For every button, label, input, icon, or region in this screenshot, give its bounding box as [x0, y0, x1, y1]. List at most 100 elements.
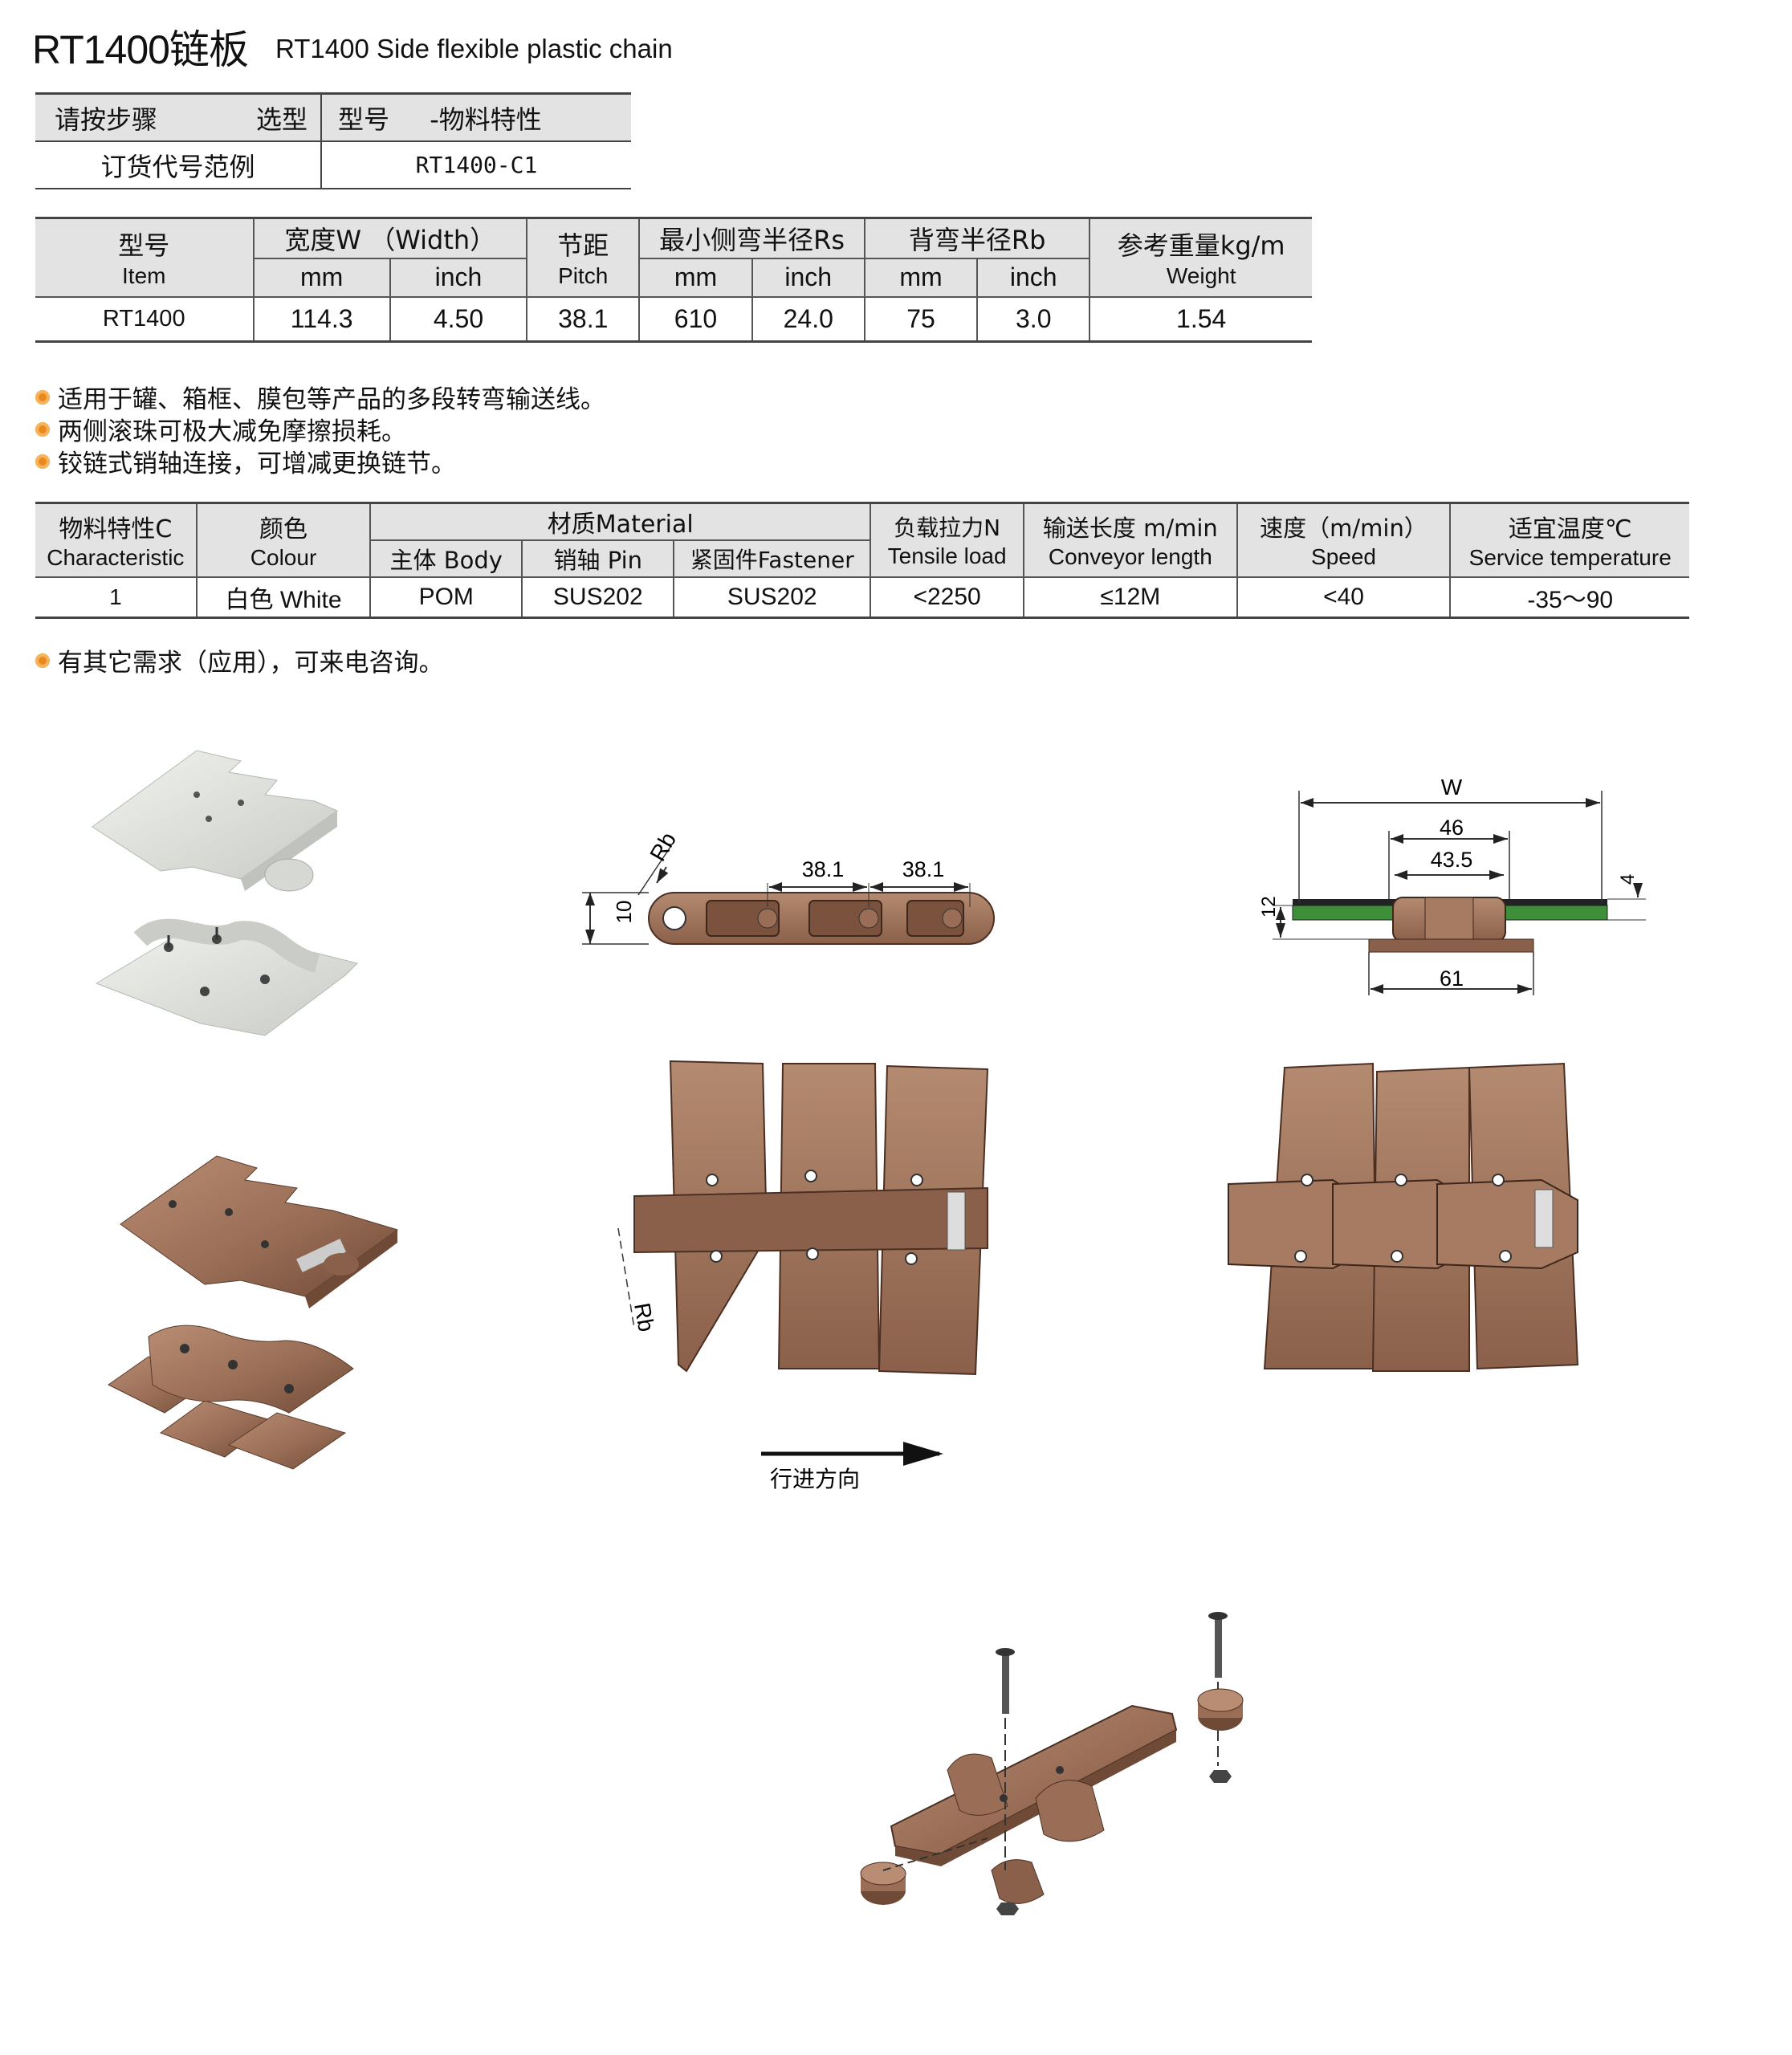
- spec-unit-mm: mm: [863, 257, 979, 298]
- white-chain-top-image: [92, 750, 339, 892]
- material-table: 物料特性C Characteristic 颜色 Colour 材质Materia…: [35, 502, 1689, 619]
- spec-header-rs: 最小侧弯半径Rs: [638, 217, 865, 259]
- feature-item: 铰链式销轴连接，可增减更换链节。: [35, 443, 456, 479]
- mat-header-temp: 适宜温度℃ Service temperature: [1449, 502, 1689, 578]
- spec-header-item-cn: 型号: [118, 230, 170, 261]
- spec-header-pitch-en: Pitch: [558, 262, 609, 288]
- order-code-table: 请按步骤 选型 型号 -物料特性 订货代号范例 RT1400-C1: [35, 92, 631, 189]
- spec-header-rb: 背弯半径Rb: [863, 217, 1091, 259]
- order-model-cell: 型号 -物料特性: [320, 92, 631, 142]
- spec-item: RT1400: [35, 295, 255, 343]
- mat-temp: -35～90: [1449, 576, 1689, 619]
- spec-header-width: 宽度W （Width）: [252, 217, 528, 259]
- order-steps-label: 请按步骤: [55, 104, 158, 135]
- side-view-drawing: 10 Rb 38.1 38.1: [582, 828, 995, 945]
- spec-table: 型号 Item 宽度W （Width） 节距 Pitch 最小侧弯半径Rs 背弯…: [35, 217, 1312, 343]
- mat-header-conveyor: 输送长度 m/min Conveyor length: [1023, 502, 1238, 578]
- mat-header-conveyor-cn: 输送长度 m/min: [1042, 515, 1218, 542]
- spec-pitch: 38.1: [526, 295, 641, 343]
- side-view-rb-label: Rb: [645, 828, 681, 865]
- mat-header-body: 主体 Body: [370, 539, 523, 578]
- mat-header-colour-en: Colour: [250, 545, 317, 570]
- spec-header-item-en: Item: [122, 262, 166, 288]
- direction-arrow-icon: [903, 1442, 943, 1466]
- section-w-label: W: [1441, 775, 1463, 800]
- section-46-label: 46: [1440, 816, 1464, 840]
- bullet-icon: [35, 653, 50, 668]
- spec-weight: 1.54: [1089, 295, 1312, 343]
- spec-unit-mm: mm: [253, 257, 391, 298]
- direction-label: 行进方向: [770, 1467, 860, 1491]
- mat-char: 1: [35, 576, 198, 619]
- spec-header-weight-cn: 参考重量kg/m: [1117, 230, 1285, 261]
- feature-item: 两侧滚珠可极大减免摩擦损耗。: [35, 411, 406, 447]
- mat-header-tensile: 负载拉力N Tensile load: [870, 502, 1025, 578]
- spec-width-mm: 114.3: [252, 295, 391, 343]
- contact-note-text: 有其它需求（应用），可来电咨询。: [58, 649, 444, 678]
- page-subtitle: RT1400 Side flexible plastic chain: [275, 34, 673, 63]
- side-view-height-label: 10: [612, 901, 636, 924]
- side-view-pitch2-label: 38.1: [902, 857, 945, 881]
- mat-header-tensile-en: Tensile load: [887, 543, 1007, 568]
- order-code-example-label: 订货代号范例: [35, 141, 321, 189]
- mat-body: POM: [369, 576, 523, 619]
- spec-rb-mm: 75: [863, 295, 979, 343]
- mat-speed: <40: [1236, 576, 1452, 619]
- mat-header-temp-en: Service temperature: [1468, 545, 1672, 570]
- spec-unit-inch: inch: [976, 257, 1090, 298]
- spec-unit-inch: inch: [389, 257, 528, 298]
- order-model-label: 型号: [338, 104, 390, 135]
- spec-rb-inch: 3.0: [976, 295, 1091, 343]
- mat-header-conveyor-en: Conveyor length: [1048, 544, 1212, 569]
- mat-header-char-en: Characteristic: [47, 545, 185, 570]
- section-43-label: 43.5: [1431, 848, 1473, 872]
- brown-chain-bottom-image: [108, 1325, 354, 1470]
- feature-text: 适用于罐、箱框、膜包等产品的多段转弯输送线。: [58, 385, 605, 414]
- feature-item: 适用于罐、箱框、膜包等产品的多段转弯输送线。: [35, 379, 605, 415]
- section-61-label: 61: [1440, 966, 1464, 991]
- mat-colour: 白色 White: [195, 576, 372, 619]
- mat-header-speed-en: Speed: [1311, 544, 1376, 569]
- top-view-rb-label: Rb: [629, 1301, 659, 1334]
- bullet-icon: [35, 389, 50, 405]
- section-4-label: 4: [1617, 874, 1639, 885]
- mat-header-char-cn: 物料特性C: [59, 515, 173, 543]
- top-view-drawing: Rb 行进方向: [617, 1060, 989, 1491]
- mat-header-char: 物料特性C Characteristic: [35, 502, 198, 578]
- bullet-icon: [35, 421, 50, 437]
- spec-rs-mm: 610: [638, 295, 753, 343]
- bottom-view-drawing: [1228, 1062, 1579, 1372]
- mat-header-speed: 速度（m/min） Speed: [1236, 502, 1452, 578]
- mat-fastener: SUS202: [673, 576, 872, 619]
- spec-width-inch: 4.50: [389, 295, 528, 343]
- mat-pin: SUS202: [521, 576, 675, 619]
- order-steps-cell: 请按步骤 选型: [35, 92, 321, 142]
- spec-rs-inch: 24.0: [751, 295, 865, 343]
- mat-header-tensile-cn: 负载拉力N: [894, 515, 1001, 541]
- mat-header-pin: 销轴 Pin: [521, 539, 675, 578]
- exploded-assembly-image: [860, 1612, 1244, 1915]
- feature-text: 两侧滚珠可极大减免摩擦损耗。: [58, 417, 406, 446]
- spec-unit-inch: inch: [751, 257, 865, 298]
- product-drawings: 10 Rb 38.1 38.1 W 46 43.5 4 12 61: [92, 750, 1646, 1915]
- brown-chain-top-image: [120, 1155, 399, 1308]
- spec-header-pitch: 节距 Pitch: [526, 217, 641, 298]
- order-material-label: -物料特性: [430, 104, 542, 135]
- mat-header-material: 材质Material: [369, 502, 872, 541]
- spec-header-weight-en: Weight: [1166, 262, 1236, 288]
- order-select-label: 选型: [255, 104, 307, 135]
- mat-conveyor: ≤12M: [1023, 576, 1238, 619]
- bullet-icon: [35, 454, 50, 469]
- feature-text: 铰链式销轴连接，可增减更换链节。: [58, 450, 456, 478]
- page-title: RT1400链板: [32, 27, 249, 72]
- contact-note: 有其它需求（应用），可来电咨询。: [35, 642, 444, 678]
- white-chain-bottom-image: [95, 918, 358, 1036]
- mat-header-speed-cn: 速度（m/min）: [1260, 515, 1427, 542]
- mat-tensile: <2250: [870, 576, 1025, 619]
- section-view-drawing: W 46 43.5 4 12 61: [1258, 775, 1646, 995]
- spec-header-weight: 参考重量kg/m Weight: [1089, 217, 1312, 298]
- spec-unit-mm: mm: [638, 257, 753, 298]
- side-view-pitch1-label: 38.1: [802, 857, 845, 881]
- mat-header-colour-cn: 颜色: [259, 515, 308, 543]
- order-code-example-value: RT1400-C1: [320, 141, 631, 189]
